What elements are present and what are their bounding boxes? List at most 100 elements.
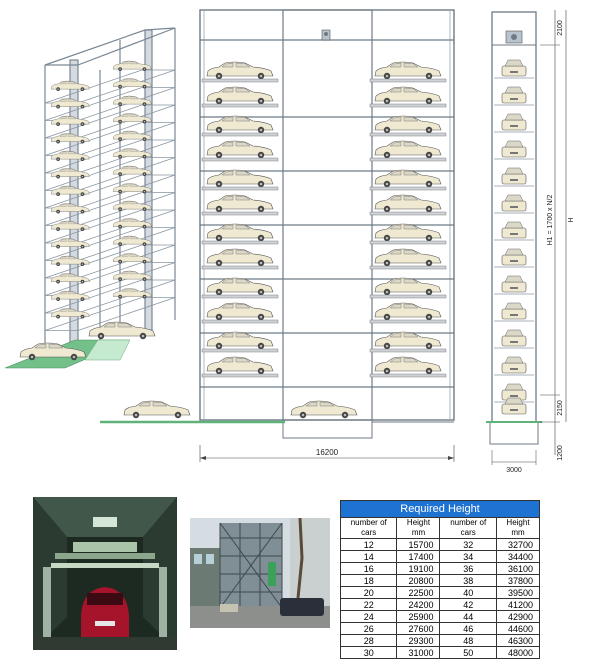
car-side-9 [501,302,527,320]
cars-cell: 46 [439,622,497,635]
car-side-3 [501,140,527,158]
cars-cell: 18 [339,574,398,587]
pallet [369,186,447,191]
cars-cell: 30 [339,646,398,659]
height-cell: 15700 [396,538,441,551]
pallet [369,132,447,137]
pallet [201,132,279,137]
height-cell: 32700 [495,538,541,551]
front-width-dim: 16200 [316,448,339,457]
side-elevation: 2100 H1 = 1700 x N/2 H 2150 1200 3000 [486,10,575,474]
pallet [201,186,279,191]
top-dim: 2100 [557,20,564,36]
cars-cell: 36 [439,562,497,575]
car-side-2 [501,113,527,131]
car-front-left-1 [206,86,274,105]
car-front-left-2 [206,115,274,134]
car-front-right-10 [374,331,442,350]
pallet [201,103,279,108]
cars-cell: 32 [439,538,497,551]
height-cell: 22500 [396,586,441,599]
height-cell: 29300 [396,634,441,647]
car-front-right-9 [374,302,442,321]
bottom-dim: 2150 [557,400,564,416]
car-front-right-5 [374,194,442,213]
height-cell: 27600 [396,622,441,635]
h-label: H [568,217,575,222]
interior-photo [33,497,177,650]
col-height-left: Height mm [396,517,441,539]
car-side-11 [501,356,527,374]
pallet [369,294,447,299]
car-front-right-0 [374,61,442,80]
col-cars-right: number of cars [439,517,497,539]
pallet [201,373,279,378]
col-cars-left: number of cars [339,517,398,539]
car-side-0 [501,59,527,77]
exterior-photo [190,518,330,628]
car-front-right-8 [374,277,442,296]
car-side-12 [501,383,527,401]
pallet [369,265,447,270]
pallet [201,157,279,162]
cars-cell: 44 [439,610,497,623]
car-front-left-4 [206,169,274,188]
cars-cell: 38 [439,574,497,587]
pallet [201,348,279,353]
height-cell: 46300 [495,634,541,647]
car-side-5 [501,194,527,212]
car-front-right-3 [374,140,442,159]
pallet [201,319,279,324]
pallet [369,348,447,353]
car-front-left-6 [206,223,274,242]
car-front-left-7 [206,248,274,267]
height-cell: 31000 [396,646,441,659]
pallet [369,157,447,162]
car-front-left-5 [206,194,274,213]
car-side-10 [501,329,527,347]
pallet [201,211,279,216]
cars-cell: 16 [339,562,398,575]
height-cell: 42900 [495,610,541,623]
cars-cell: 28 [339,634,398,647]
height-cell: 37800 [495,574,541,587]
height-cell: 20800 [396,574,441,587]
car-front-right-7 [374,248,442,267]
pallet [201,265,279,270]
car-ground-front [123,400,191,419]
height-cell: 24200 [396,598,441,611]
car-front-right-4 [374,169,442,188]
lift-motor-icon [321,29,331,41]
table-title: Required Height [340,500,540,518]
pallet [369,211,447,216]
parking-tower-drawing: 16200 2100 H1 = 1700 x N/2 H 2150 1200 3… [4,9,575,474]
car-front-right-11 [374,356,442,375]
height-cell: 41200 [495,598,541,611]
car-front-left-11 [206,356,274,375]
cars-cell: 26 [339,622,398,635]
pallet [201,294,279,299]
height-cell: 19100 [396,562,441,575]
car-front-left-10 [206,331,274,350]
required-height-table: Required Height number of cars Height mm… [339,500,541,659]
car-side-8 [501,275,527,293]
entrance-plate [84,339,131,361]
car-front-left-3 [206,140,274,159]
car-front-left-9 [206,302,274,321]
height-cell: 34400 [495,550,541,563]
car-front-right-1 [374,86,442,105]
pit-dim: 1200 [557,445,564,461]
col-height-right: Height mm [495,517,541,539]
cars-cell: 22 [339,598,398,611]
car-front-left-0 [206,61,274,80]
pallet [369,240,447,245]
pallet [369,319,447,324]
pallet [369,78,447,83]
